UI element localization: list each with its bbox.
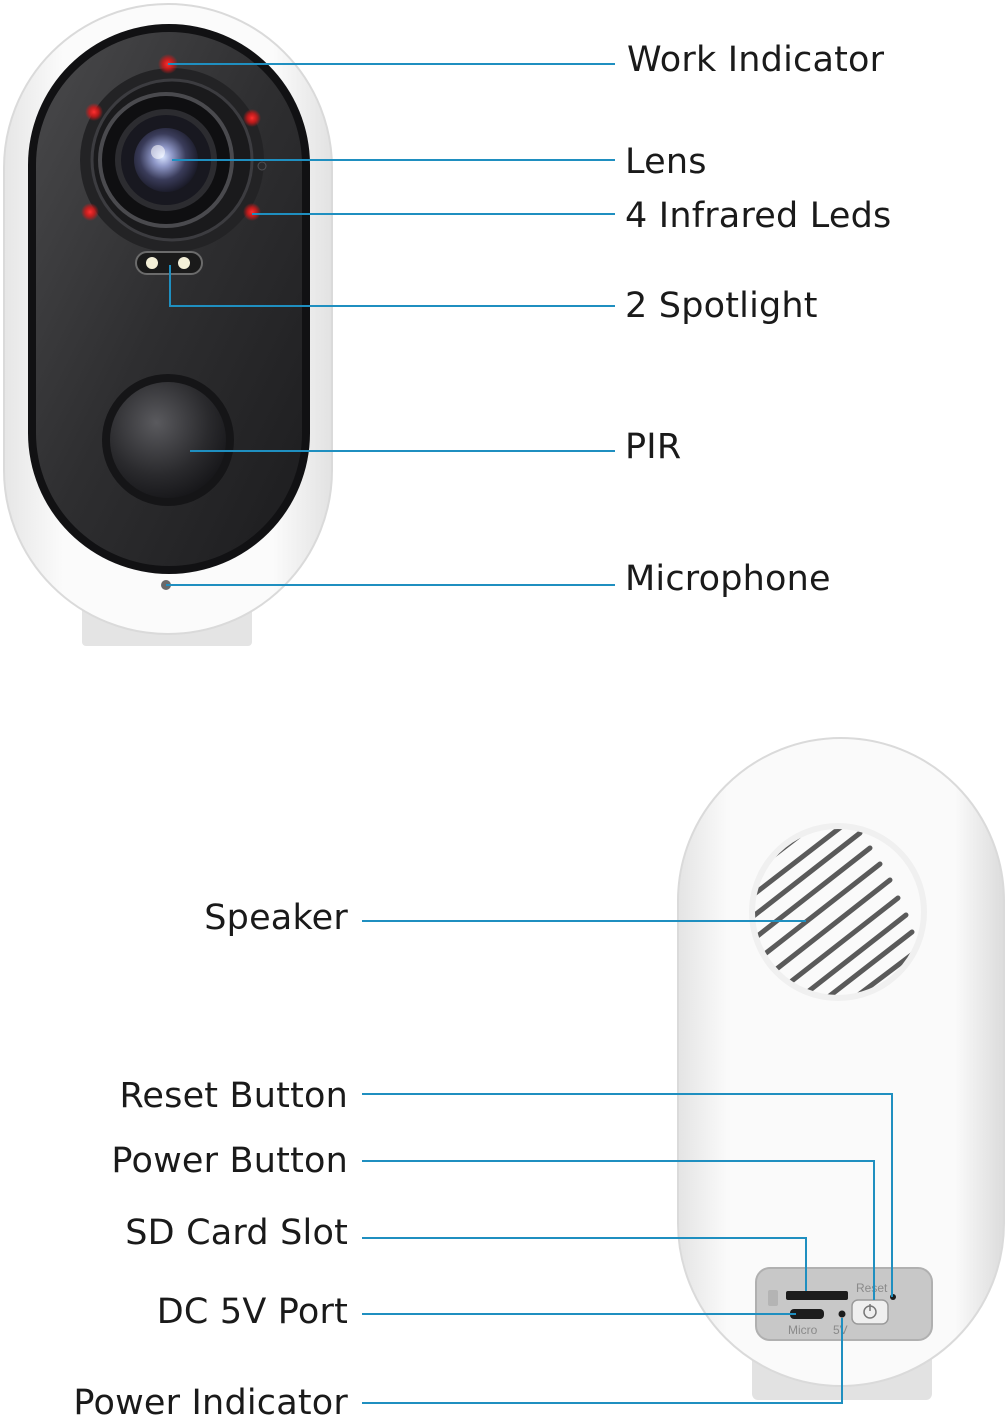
power-indicator-led <box>838 1310 846 1318</box>
dc-5v-port-label: DC 5V Port <box>156 1292 348 1332</box>
pir-sensor <box>102 374 234 506</box>
microphone-label: Microphone <box>625 559 831 599</box>
pir-label: PIR <box>625 427 682 467</box>
work-indicator-label: Work Indicator <box>627 40 885 80</box>
ir-led <box>85 103 103 121</box>
lens-label: Lens <box>625 142 707 182</box>
front-camera <box>3 3 333 646</box>
back-camera: Reset Micro 5V <box>677 737 1005 1400</box>
back-leader-lines <box>362 920 893 1404</box>
reset-marking: Reset <box>856 1281 888 1295</box>
reset-button-label: Reset Button <box>119 1076 348 1116</box>
sd-card-slot-label: SD Card Slot <box>125 1213 348 1253</box>
front-leader-lines <box>166 63 615 586</box>
power-button <box>851 1299 889 1325</box>
micro-marking: Micro <box>788 1323 818 1337</box>
ir-led <box>81 203 99 221</box>
spotlight-pair <box>135 251 203 275</box>
power-button-label: Power Button <box>111 1141 348 1181</box>
infrared-leds-label: 4 Infrared Leds <box>625 196 892 236</box>
ir-led <box>243 203 261 221</box>
power-indicator-label: Power Indicator <box>73 1383 348 1423</box>
five-v-marking: 5V <box>833 1323 848 1337</box>
port-panel: Reset Micro 5V <box>755 1267 933 1341</box>
speaker-label: Speaker <box>204 898 348 938</box>
sd-card-slot <box>786 1291 848 1300</box>
ir-led <box>243 109 261 127</box>
spotlight-label: 2 Spotlight <box>625 286 818 326</box>
micro-usb-port <box>790 1309 824 1319</box>
